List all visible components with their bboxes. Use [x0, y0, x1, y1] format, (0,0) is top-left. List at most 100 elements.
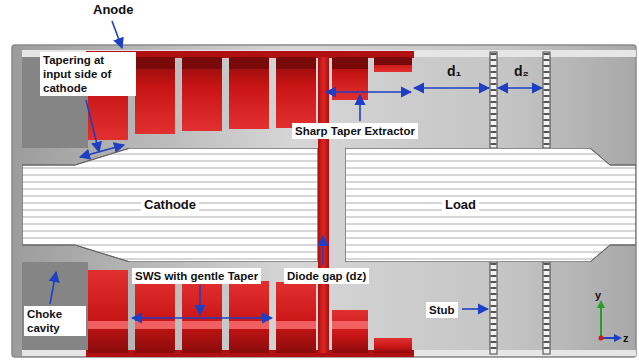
- callout-label: Diode gap (dz): [284, 268, 369, 284]
- choke-cavity: [22, 262, 88, 350]
- anode-vane: [135, 276, 175, 353]
- extractor-vane: [374, 338, 412, 353]
- conductor-border: [345, 148, 636, 262]
- axis-origin: [599, 336, 604, 341]
- extractor-vane: [332, 310, 368, 353]
- leader-arrow: [359, 95, 361, 121]
- mesh-line: [22, 217, 318, 218]
- leader-arrow: [112, 21, 122, 48]
- vane-band: [229, 321, 269, 329]
- stub-ladder: [491, 53, 497, 147]
- extractor-vane: [374, 57, 412, 72]
- stub-ladder: [544, 53, 550, 147]
- dimension-arrow: [132, 317, 272, 319]
- anode-vane: [182, 279, 222, 353]
- dimension-arrow: [326, 91, 411, 93]
- housing-frame: [12, 45, 636, 357]
- stub-post: [543, 262, 550, 354]
- extractor-vane: [332, 57, 368, 100]
- mesh-line: [22, 189, 318, 190]
- callout-label: SWS with gentle Taper: [132, 268, 261, 284]
- anode-vane: [229, 57, 269, 129]
- axis-line: [600, 306, 602, 338]
- mesh-line: [345, 154, 636, 155]
- callout-label: Sharp Taper Extractor: [292, 123, 418, 139]
- mesh-line: [345, 252, 636, 253]
- vane-head: [276, 57, 316, 69]
- conductor-block: Load: [345, 148, 636, 262]
- callout-label: Choke cavity: [24, 306, 86, 336]
- anode-vane: [276, 57, 316, 128]
- diode-gap-strip: [318, 57, 329, 353]
- anode-vane: [229, 281, 269, 353]
- mesh-line: [22, 182, 318, 183]
- leader-arrow: [462, 308, 488, 310]
- vane-head: [332, 57, 368, 69]
- dimension-arrow: [498, 87, 542, 89]
- mesh-line: [345, 168, 636, 169]
- mesh-line: [345, 175, 636, 176]
- vane-head: [135, 57, 175, 69]
- callout-label: d₂: [514, 64, 529, 78]
- axis-head: [597, 300, 605, 308]
- mesh-lines: [22, 154, 318, 259]
- callout-label: Anode: [93, 3, 133, 17]
- anode-vane: [135, 57, 175, 134]
- leader-arrow: [50, 272, 56, 304]
- mesh-line: [22, 252, 318, 253]
- mesh-line: [22, 224, 318, 225]
- mesh-line: [22, 231, 318, 232]
- stub-post: [490, 262, 497, 354]
- vane-head: [374, 57, 412, 65]
- mesh-line: [22, 259, 318, 260]
- mesh-line: [345, 217, 636, 218]
- mesh-line: [345, 224, 636, 225]
- node-label: Load: [442, 197, 479, 213]
- node-label: Cathode: [141, 197, 199, 213]
- callout-label: Tapering at input side of cathode: [40, 52, 136, 96]
- callout-label: Stub: [426, 302, 458, 318]
- leader-arrow: [86, 100, 99, 152]
- stub-ladder: [544, 263, 550, 353]
- leader-arrow: [199, 285, 201, 315]
- anode-vane: [88, 270, 128, 353]
- axis-triad: [597, 300, 622, 342]
- callout-label: d₁: [447, 64, 461, 78]
- conductor-block: Cathode: [22, 148, 318, 262]
- conductor-shape: [22, 148, 318, 262]
- mesh-line: [22, 154, 318, 155]
- conductor-outline: [345, 148, 636, 262]
- anode-vane: [276, 282, 316, 353]
- mesh-line: [22, 168, 318, 169]
- vane-band: [276, 321, 316, 329]
- mesh-lines: [345, 154, 636, 259]
- conductor-shape: [345, 148, 636, 262]
- mesh-line: [345, 245, 636, 246]
- mesh-line: [345, 196, 636, 197]
- vane-band: [135, 321, 175, 329]
- mesh-line: [345, 203, 636, 204]
- vane-band: [88, 321, 128, 329]
- mesh-line: [345, 238, 636, 239]
- callout-label: y: [595, 288, 601, 302]
- axis-head: [614, 334, 622, 342]
- stub-ladder: [491, 263, 497, 353]
- conductor-border: [22, 148, 318, 262]
- mesh-line: [22, 238, 318, 239]
- mesh-line: [345, 231, 636, 232]
- mesh-line: [345, 182, 636, 183]
- vane-head: [229, 57, 269, 69]
- mesh-line: [22, 175, 318, 176]
- mesh-line: [345, 210, 636, 211]
- vane-band: [182, 321, 222, 329]
- stub-post: [490, 52, 497, 148]
- dimension-arrow: [414, 87, 489, 89]
- leader-arrow: [322, 236, 324, 265]
- mesh-line: [345, 189, 636, 190]
- mesh-line: [22, 161, 318, 162]
- stub-post: [543, 52, 550, 148]
- callout-label: z: [623, 331, 629, 345]
- anode-vane: [182, 57, 222, 131]
- vane-head: [182, 57, 222, 69]
